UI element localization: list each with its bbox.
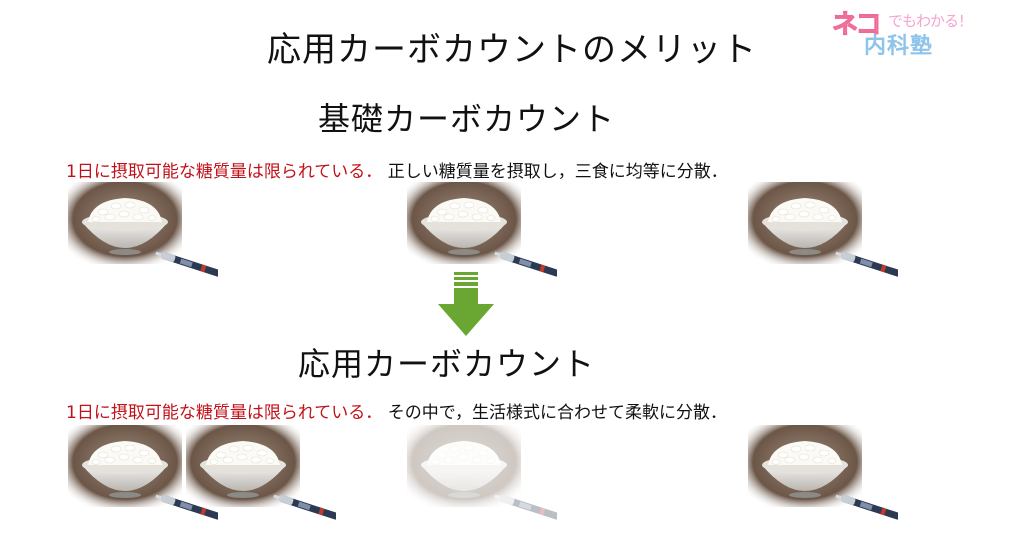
basic-description-black: 正しい糖質量を摂取し，三食に均等に分散． bbox=[387, 162, 728, 182]
logo-sub-text: でもわかる！ bbox=[888, 12, 973, 30]
basic-description: 1日に摂取可能な糖質量は限られている． 正しい糖質量を摂取し，三食に均等に分散． bbox=[66, 157, 728, 182]
logo-dept-text: 内科塾 bbox=[864, 34, 934, 59]
rice-bowl-with-insulin-pen-icon bbox=[748, 182, 898, 282]
page-title: 応用カーボカウントのメリット bbox=[267, 30, 757, 70]
logo: ネコ でもわかる！ 内科塾 bbox=[826, 4, 1021, 64]
basic-description-red: 1日に摂取可能な糖質量は限られている． bbox=[66, 162, 383, 182]
applied-description: 1日に摂取可能な糖質量は限られている． その中で，生活様式に合わせて柔軟に分散． bbox=[66, 398, 727, 423]
applied-description-black: その中で，生活様式に合わせて柔軟に分散． bbox=[387, 403, 728, 423]
logo-main-text: ネコ bbox=[831, 10, 882, 41]
down-arrow-icon bbox=[436, 272, 496, 338]
rice-bowl-with-insulin-pen-icon bbox=[748, 425, 898, 525]
rice-bowl-with-insulin-pen-icon bbox=[186, 425, 336, 525]
rice-bowl-with-insulin-pen-icon bbox=[407, 182, 557, 282]
rice-bowl-with-insulin-pen-icon-faded bbox=[407, 425, 557, 525]
rice-bowl-with-insulin-pen-icon bbox=[68, 182, 218, 282]
applied-carb-heading: 応用カーボカウント bbox=[298, 345, 596, 383]
basic-carb-heading: 基礎カーボカウント bbox=[318, 100, 616, 138]
rice-bowl-with-insulin-pen-icon bbox=[68, 425, 218, 525]
applied-description-red: 1日に摂取可能な糖質量は限られている． bbox=[66, 403, 383, 423]
